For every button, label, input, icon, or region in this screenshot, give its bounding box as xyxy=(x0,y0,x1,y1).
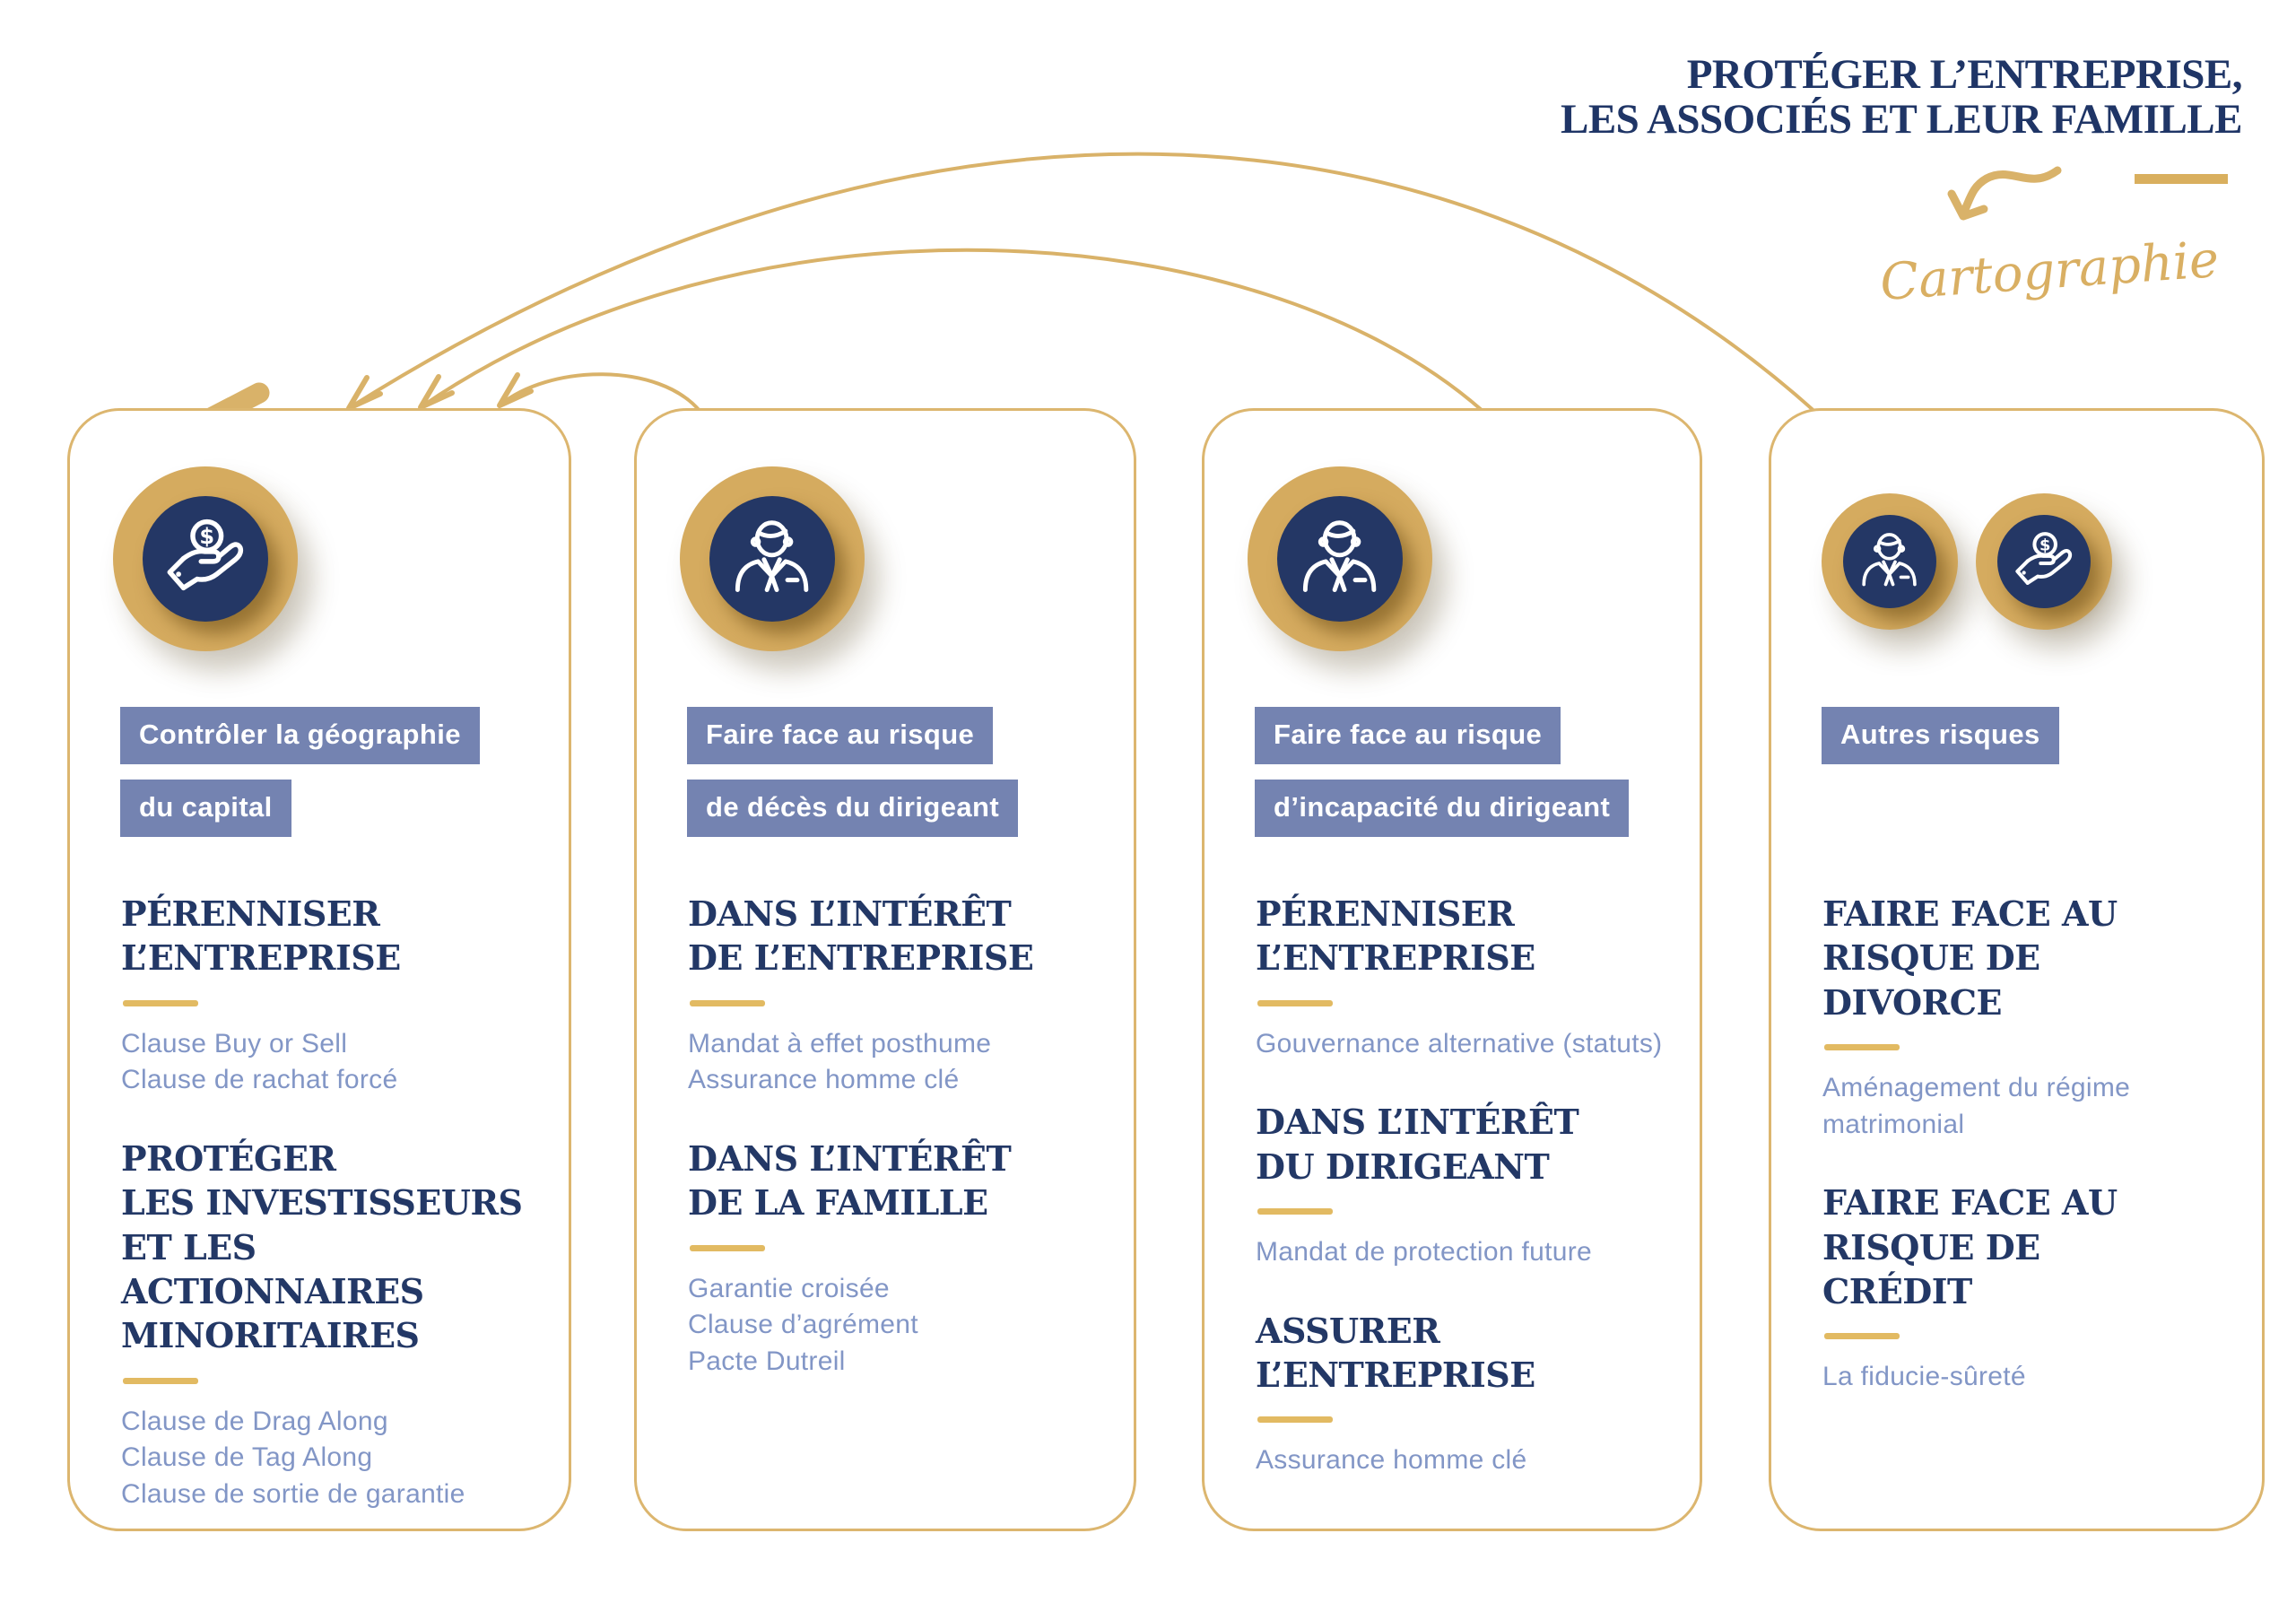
card-section: DANS L’INTÉRÊT DE LA FAMILLE Garantie cro… xyxy=(688,1137,1105,1380)
section-heading: DANS L’INTÉRÊT DE L’ENTREPRISE xyxy=(688,893,1034,979)
card-label-chip: Faire face au risque xyxy=(687,707,994,764)
card-section: ASSURER L’ENTREPRISE Assurance homme clé xyxy=(1256,1309,1671,1479)
hand-coin-icon-inner: $ xyxy=(1997,515,2091,608)
businessman-icon-inner xyxy=(1843,515,1936,608)
businessman-icon xyxy=(1248,466,1432,651)
section-item: Clause de rachat forcé xyxy=(121,1065,398,1095)
section-item: Garantie croisée xyxy=(688,1273,890,1303)
section-heading: PROTÉGER LES INVESTISSEURS ET LES ACTION… xyxy=(121,1137,523,1356)
arrowhead-icon xyxy=(497,372,534,408)
section-item: Gouvernance alternative (statuts) xyxy=(1256,1028,1663,1059)
card-risque-incapacite-dirigeant: Faire face au risque d’incapacité du diri… xyxy=(1202,408,1702,1531)
businessman-icon xyxy=(1822,493,1958,630)
hand-coin-icon-inner: $ xyxy=(143,496,268,622)
section-heading: FAIRE FACE AU RISQUE DE DIVORCE xyxy=(1822,893,2118,1023)
card-label: Faire face au risque d’incapacité du diri… xyxy=(1255,707,1630,837)
gold-divider xyxy=(1824,1333,1900,1340)
hand-coin-icon: $ xyxy=(1976,493,2112,630)
card-label-chip: de décès du dirigeant xyxy=(687,780,1019,837)
section-heading: FAIRE FACE AU RISQUE DE CRÉDIT xyxy=(1822,1182,2118,1311)
card-content: PÉRENNISER L’ENTREPRISE Clause Buy or Sel… xyxy=(121,892,540,1550)
svg-text:$: $ xyxy=(2039,536,2050,555)
arrowhead-icon xyxy=(346,375,383,411)
businessman-icon xyxy=(680,466,865,651)
card-label: Contrôler la géographie du capital xyxy=(120,707,480,837)
section-heading: DANS L’INTÉRÊT DU DIRIGEANT xyxy=(1256,1102,1579,1187)
section-heading: DANS L’INTÉRÊT DE LA FAMILLE xyxy=(688,1137,1012,1224)
arrowhead-icon xyxy=(418,374,455,410)
gold-divider xyxy=(1257,999,1333,1006)
card-label-chip: Faire face au risque xyxy=(1255,707,1561,764)
arc-from-autres-risques xyxy=(347,152,1819,415)
cartographie-label: Cartographie xyxy=(1878,230,2222,313)
squiggle-arrowhead-icon xyxy=(1947,189,1988,221)
gold-divider xyxy=(1257,1208,1333,1215)
section-item: Assurance homme clé xyxy=(688,1065,960,1095)
arc-from-incapacite xyxy=(419,248,1484,413)
section-item: La fiducie-sûreté xyxy=(1822,1362,2026,1392)
section-heading: PÉRENNISER L’ENTREPRISE xyxy=(121,893,401,979)
section-item: Mandat à effet posthume xyxy=(688,1028,992,1059)
section-item: Mandat de protection future xyxy=(1256,1237,1592,1268)
card-label-chip: Contrôler la géographie xyxy=(120,707,480,764)
card-section: FAIRE FACE AU RISQUE DE DIVORCE Aménageme… xyxy=(1822,892,2233,1143)
card-label: Faire face au risque de décès du dirigean… xyxy=(687,707,1019,837)
card-label: Autres risques xyxy=(1822,707,2059,764)
gold-divider xyxy=(1257,1416,1333,1424)
card-content: DANS L’INTÉRÊT DE L’ENTREPRISE Mandat à e… xyxy=(688,892,1105,1417)
card-label-chip: Autres risques xyxy=(1822,707,2059,764)
section-item: Aménagement du régime matrimonial xyxy=(1822,1073,2131,1139)
section-item: Clause de sortie de garantie xyxy=(121,1478,465,1509)
section-heading: ASSURER L’ENTREPRISE xyxy=(1256,1310,1535,1395)
card-section: PÉRENNISER L’ENTREPRISE Gouvernance alter… xyxy=(1256,892,1671,1062)
gold-divider xyxy=(690,999,765,1006)
gold-divider xyxy=(123,999,198,1006)
card-content: FAIRE FACE AU RISQUE DE DIVORCE Aménageme… xyxy=(1822,892,2233,1433)
card-content: PÉRENNISER L’ENTREPRISE Gouvernance alter… xyxy=(1256,892,1671,1517)
page-title: PROTÉGER L’ENTREPRISE, LES ASSOCIÉS ET L… xyxy=(1560,51,2243,144)
section-item: Pacte Dutreil xyxy=(688,1346,846,1376)
svg-text:$: $ xyxy=(200,525,215,550)
card-risque-deces-dirigeant: Faire face au risque de décès du dirigean… xyxy=(634,408,1136,1531)
card-label-chip: du capital xyxy=(120,780,291,837)
section-item: Clause Buy or Sell xyxy=(121,1028,348,1059)
section-item: Clause d’agrément xyxy=(688,1310,918,1340)
card-label-chip: d’incapacité du dirigeant xyxy=(1255,780,1630,837)
card-autres-risques: $ Autres risques FAIRE FACE AU RISQUE DE… xyxy=(1769,408,2265,1531)
gold-divider xyxy=(1824,1044,1900,1051)
gold-divider xyxy=(123,1377,198,1384)
card-section: PROTÉGER LES INVESTISSEURS ET LES ACTION… xyxy=(121,1137,540,1512)
businessman-icon-inner xyxy=(709,496,835,622)
arc-from-deces xyxy=(498,372,702,414)
card-section: DANS L’INTÉRÊT DE L’ENTREPRISE Mandat à e… xyxy=(688,892,1105,1099)
businessman-icon-inner xyxy=(1277,496,1403,622)
section-item: Clause de Tag Along xyxy=(121,1442,373,1473)
squiggle-arrow-icon xyxy=(1959,166,2062,218)
card-section: DANS L’INTÉRÊT DU DIRIGEANT Mandat de pro… xyxy=(1256,1100,1671,1270)
card-section: FAIRE FACE AU RISQUE DE CRÉDIT La fiducie… xyxy=(1822,1180,2233,1396)
gold-divider xyxy=(690,1244,765,1251)
title-underline xyxy=(2135,174,2228,184)
hand-coin-icon: $ xyxy=(113,466,298,651)
card-controler-geographie-capital: $ Contrôler la géographie du capital PÉRE… xyxy=(67,408,571,1531)
section-heading: PÉRENNISER L’ENTREPRISE xyxy=(1256,893,1535,979)
section-item: Assurance homme clé xyxy=(1256,1445,1527,1476)
section-item: Clause de Drag Along xyxy=(121,1406,388,1436)
card-section: PÉRENNISER L’ENTREPRISE Clause Buy or Sel… xyxy=(121,892,540,1099)
